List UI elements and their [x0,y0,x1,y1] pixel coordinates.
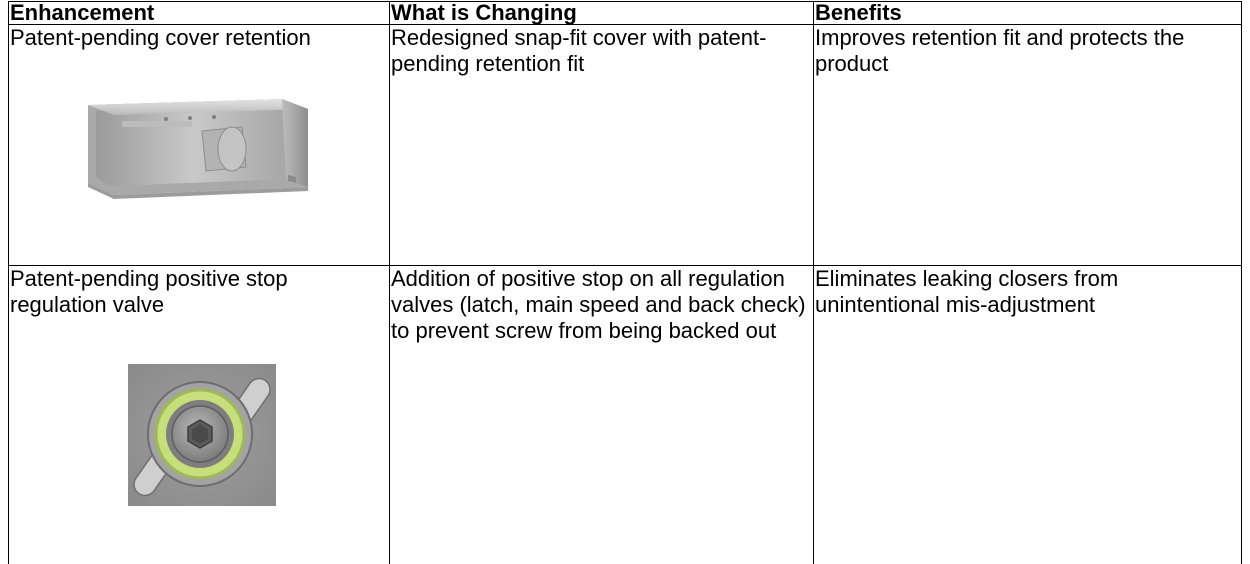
enhancement-cell: Patent-pending positive stop regulation … [9,266,390,564]
benefits-cell: Improves retention fit and protects the … [814,25,1242,266]
enhancements-table: Enhancement What is Changing Benefits Pa… [8,1,1242,564]
regulation-valve-image [128,364,276,506]
what-changing-cell: Addition of positive stop on all regulat… [390,266,814,564]
table-row: Patent-pending positive stop regulation … [9,266,1242,564]
enhancement-cell: Patent-pending cover retention [9,25,390,266]
header-what-is-changing: What is Changing [390,2,814,25]
header-benefits: Benefits [814,2,1242,25]
table-header-row: Enhancement What is Changing Benefits [9,2,1242,25]
enhancement-text: Patent-pending positive stop regulation … [10,266,389,318]
header-enhancement: Enhancement [9,2,390,25]
what-changing-cell: Redesigned snap-fit cover with patent-pe… [390,25,814,266]
snap-fit-cover-image [82,91,314,203]
benefits-cell: Eliminates leaking closers from unintent… [814,266,1242,564]
table-row: Patent-pending cover retention [9,25,1242,266]
enhancement-text: Patent-pending cover retention [10,25,389,51]
